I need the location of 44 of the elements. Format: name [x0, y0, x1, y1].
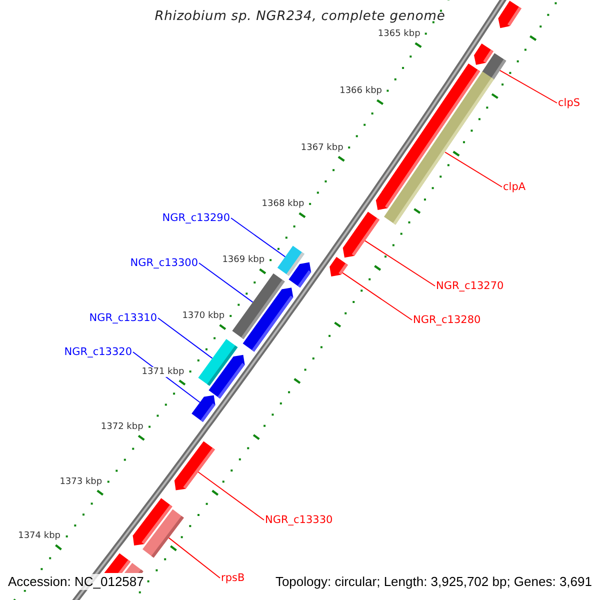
- accession-note: Accession: NC_012587: [6, 574, 146, 590]
- scale-label: 1370 kbp: [182, 311, 225, 322]
- scale-label: 1371 kbp: [142, 366, 184, 377]
- gene-label: NGR_c13270: [436, 280, 504, 292]
- scale-label: 1365 kbp: [378, 29, 420, 40]
- gene-block: [342, 212, 380, 258]
- gene-block: [498, 0, 522, 28]
- gene-label: NGR_c13320: [64, 346, 132, 358]
- gene-label: NGR_c13290: [162, 212, 230, 224]
- leader-line: [364, 240, 436, 286]
- scale-label: 1369 kbp: [222, 255, 265, 266]
- gene-label: rpsB: [221, 572, 245, 584]
- gene-block: [288, 262, 312, 288]
- gene-label: NGR_c13300: [130, 257, 198, 269]
- gene-block: [474, 44, 494, 65]
- gene-block: [208, 354, 245, 399]
- scale-label: 1368 kbp: [262, 199, 304, 210]
- gene-block: [242, 288, 294, 352]
- scale-label: 1373 kbp: [60, 476, 102, 487]
- leader-line: [230, 218, 286, 258]
- scale-label: 1366 kbp: [340, 86, 382, 96]
- title: Rhizobium sp. NGR234, complete genome: [154, 9, 446, 24]
- gene-block: [330, 256, 348, 276]
- scale-label: 1374 kbp: [18, 531, 60, 542]
- gene-label: NGR_c13310: [89, 312, 157, 324]
- scale-label: 1367 kbp: [300, 142, 344, 153]
- gene-block: [124, 562, 144, 573]
- leader-line: [168, 537, 220, 578]
- leader-line: [444, 152, 502, 188]
- gene-label: clpA: [503, 181, 526, 193]
- leader-line: [198, 262, 254, 303]
- gene-block: [104, 553, 131, 573]
- gene-block: [142, 509, 184, 558]
- gene-block: [174, 441, 215, 490]
- leader-line: [198, 472, 264, 520]
- leader-line: [342, 272, 412, 320]
- gene-block: [192, 395, 216, 422]
- gene-label: NGR_c13330: [265, 514, 333, 526]
- genome-info-note: Topology: circular; Length: 3,925,702 bp; Genes: 3,691: [273, 574, 594, 590]
- leader-line: [499, 70, 558, 104]
- gene-label: clpS: [558, 97, 580, 109]
- gene-block: [384, 72, 494, 225]
- gene-label: NGR_c13280: [413, 314, 481, 326]
- scale-label: 1372 kbp: [100, 422, 144, 432]
